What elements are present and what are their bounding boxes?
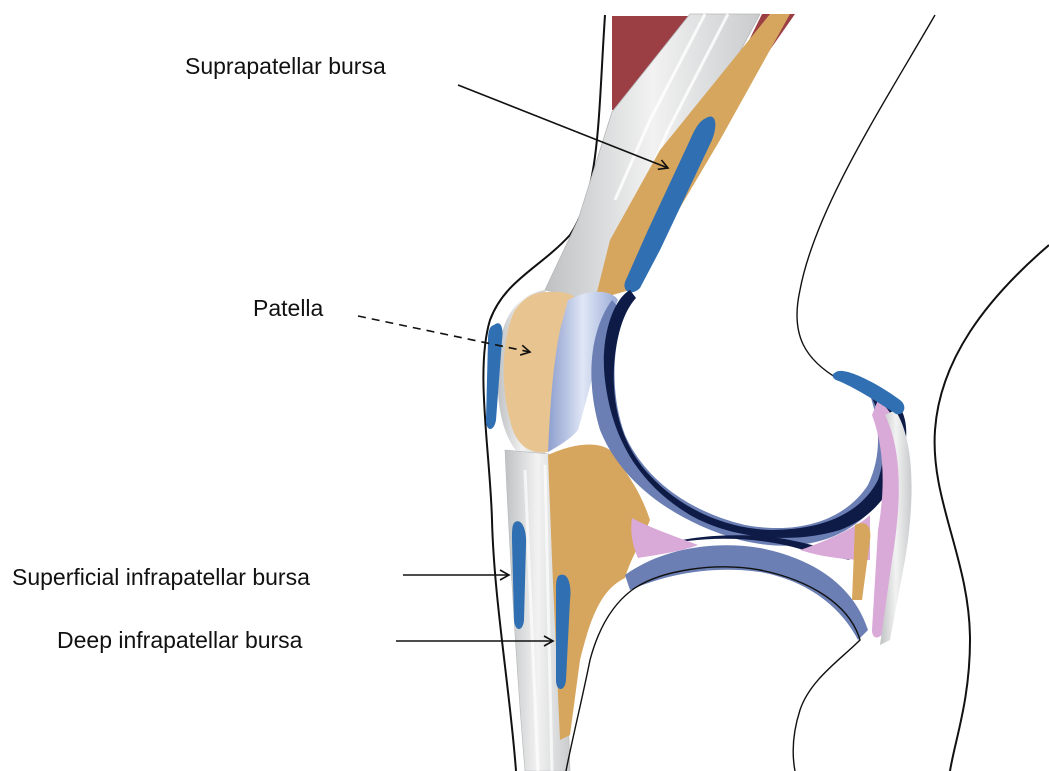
skin-posterior-outline — [935, 245, 1049, 771]
label-deep-infrapatellar-bursa: Deep infrapatellar bursa — [57, 627, 303, 653]
label-suprapatellar-bursa: Suprapatellar bursa — [185, 53, 386, 79]
posterior-fat — [852, 523, 870, 600]
tibial-plateau — [625, 545, 868, 640]
label-superficial-infrapatellar-bursa: Superficial infrapatellar bursa — [12, 564, 310, 590]
popliteal-bursa-shape — [833, 371, 905, 414]
skin-popliteal-outline — [797, 15, 935, 380]
superficial-infrapatellar-bursa-shape — [512, 521, 526, 629]
label-patella: Patella — [253, 295, 324, 321]
